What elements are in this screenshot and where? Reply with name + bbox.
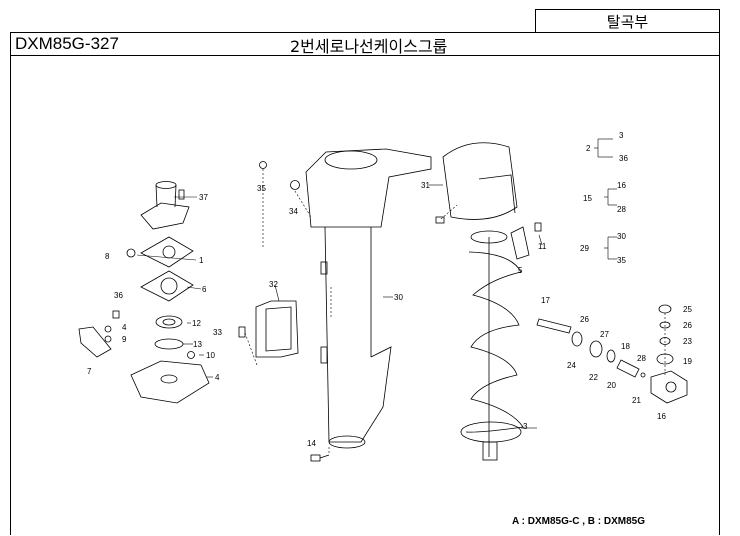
callout-23: 23 [683, 337, 692, 346]
model-code: DXM85G-327 [15, 34, 119, 53]
callout-22: 22 [589, 373, 598, 382]
callout-26b: 26 [683, 321, 692, 330]
callout-4: 4 [122, 323, 127, 332]
part-bearing-12 [154, 315, 195, 359]
callout-12: 12 [192, 319, 201, 328]
callout-16b: 16 [617, 181, 626, 190]
callout-10: 10 [206, 351, 215, 360]
callout-labels: 37 8 1 6 36 4 9 7 12 13 10 4 35 34 30 32… [87, 131, 692, 448]
part-flanges-1-6-8 [126, 236, 194, 302]
part-boss-37 [140, 181, 190, 230]
callout-6: 6 [202, 285, 207, 294]
exploded-parts-diagram: 37 8 1 6 36 4 9 7 12 13 10 4 35 34 30 32… [78, 131, 692, 462]
section-label-text: 탈곡부 [606, 12, 649, 31]
callout-17: 17 [541, 296, 550, 305]
part-bolt-14 [310, 454, 330, 462]
model-footnote: A : DXM85G-C , B : DXM85G [512, 516, 645, 527]
drawing-frame [10, 32, 720, 535]
callout-34: 34 [289, 207, 298, 216]
callout-27: 27 [600, 330, 609, 339]
part-bevel-group [650, 304, 688, 404]
callout-4b: 4 [215, 373, 220, 382]
callout-18: 18 [621, 342, 630, 351]
callout-29: 29 [580, 244, 589, 253]
callout-15: 15 [583, 194, 592, 203]
part-plate-5 [510, 222, 542, 260]
callout-30b: 30 [617, 232, 626, 241]
callout-33: 33 [213, 328, 222, 337]
header-row: DXM85G-327 2번세로나선케이스그룹 [10, 32, 720, 56]
part-shaft-stack [536, 318, 646, 378]
callout-24: 24 [567, 361, 576, 370]
callout-30: 30 [394, 293, 403, 302]
part-auger-3 [460, 230, 524, 461]
callout-36b: 36 [619, 154, 628, 163]
callout-14: 14 [307, 439, 316, 448]
part-plate-4 [130, 360, 210, 404]
callout-5: 5 [518, 266, 523, 275]
part-nuts-34-35 [259, 161, 300, 190]
callout-32: 32 [269, 280, 278, 289]
callout-2: 2 [586, 144, 591, 153]
callout-7: 7 [87, 367, 92, 376]
callout-36: 36 [114, 291, 123, 300]
section-label: 탈곡부 [535, 9, 720, 32]
callout-25: 25 [683, 305, 692, 314]
callout-21: 21 [632, 396, 641, 405]
part-cover-32 [238, 300, 299, 358]
part-bracket-7 [78, 310, 120, 358]
group-title: 2번세로나선케이스그룹 [290, 37, 448, 56]
callout-1: 1 [199, 256, 204, 265]
callout-26: 26 [580, 315, 589, 324]
callout-28: 28 [637, 354, 646, 363]
callout-37: 37 [199, 193, 208, 202]
callout-8: 8 [105, 252, 110, 261]
callout-28b: 28 [617, 205, 626, 214]
callout-13: 13 [193, 340, 202, 349]
part-tube-30 [305, 148, 432, 449]
part-shell-31 [435, 142, 518, 224]
callout-3: 3 [523, 422, 528, 431]
callout-19: 19 [683, 357, 692, 366]
callout-3b: 3 [619, 131, 624, 140]
callout-16: 16 [657, 412, 666, 421]
callout-35: 35 [257, 184, 266, 193]
callout-31: 31 [421, 181, 430, 190]
callout-20: 20 [607, 381, 616, 390]
callout-11: 11 [538, 242, 547, 251]
callout-35b: 35 [617, 256, 626, 265]
callout-9: 9 [122, 335, 127, 344]
